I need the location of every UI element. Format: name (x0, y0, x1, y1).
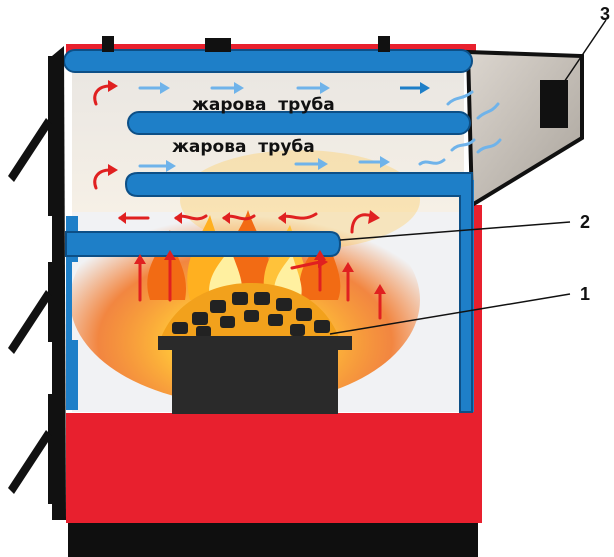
upper-door (48, 56, 64, 216)
fire-tube-label-upper: жарова труба (192, 95, 335, 115)
grate-top (158, 336, 352, 350)
boiler-body-lower (66, 413, 482, 523)
flue-box (468, 52, 582, 205)
callout-1: 1 (580, 284, 590, 304)
fire-tube-upper (128, 112, 470, 134)
middle-door (48, 262, 64, 342)
callout-2: 2 (580, 212, 590, 232)
callout-3: 3 (600, 4, 610, 24)
boiler-base (68, 520, 478, 557)
ash-pan (172, 350, 338, 414)
handle-icon (8, 118, 52, 494)
fire-tube-label-lower: жарова труба (172, 137, 315, 157)
flue-outlet (540, 80, 568, 128)
baffle-pipe (66, 232, 340, 256)
lower-door (48, 394, 64, 504)
top-water-jacket (64, 50, 472, 72)
